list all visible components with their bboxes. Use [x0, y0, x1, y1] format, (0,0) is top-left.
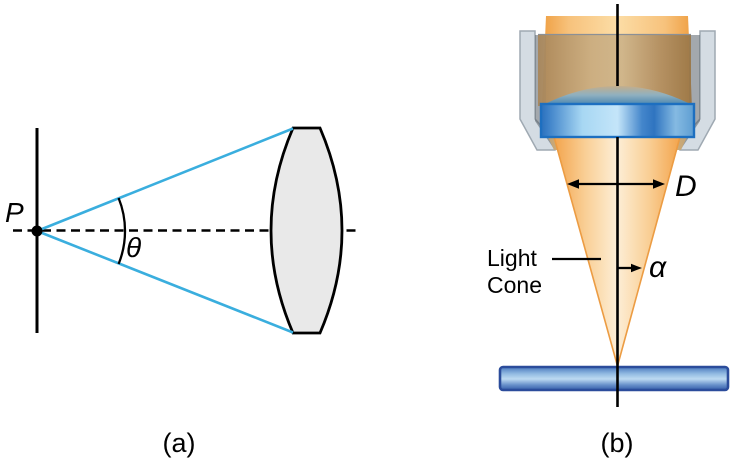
point-p-dot — [31, 225, 43, 237]
diameter-arrowhead-left — [567, 179, 579, 189]
alpha-arrowhead — [631, 263, 642, 273]
panel-a: P θ (a) — [5, 126, 357, 458]
panel-a-caption: (a) — [163, 428, 196, 458]
alpha-label: α — [649, 251, 667, 284]
light-cone-label-line2: Cone — [487, 272, 542, 298]
panel-b: D α Light Cone (b) — [487, 4, 730, 458]
upper-light-ray — [36, 127, 294, 233]
light-cone-label-line1: Light — [487, 245, 537, 271]
microscope-slide — [498, 365, 730, 392]
lens-biconvex — [269, 126, 344, 335]
diameter-arrow — [567, 179, 665, 189]
alpha-arrow — [618, 263, 642, 273]
diameter-label: D — [675, 170, 697, 203]
light-cone-left-edge — [553, 136, 619, 367]
lower-light-ray — [36, 229, 294, 334]
lens-mount-band — [539, 102, 696, 139]
point-p-label: P — [5, 197, 24, 228]
light-cone-right-edge — [616, 136, 681, 367]
diameter-arrowhead-right — [653, 179, 665, 189]
objective-lens-dome — [541, 86, 694, 106]
theta-angle-arc — [117, 197, 127, 265]
theta-label: θ — [126, 232, 141, 263]
panel-b-caption: (b) — [601, 428, 634, 458]
